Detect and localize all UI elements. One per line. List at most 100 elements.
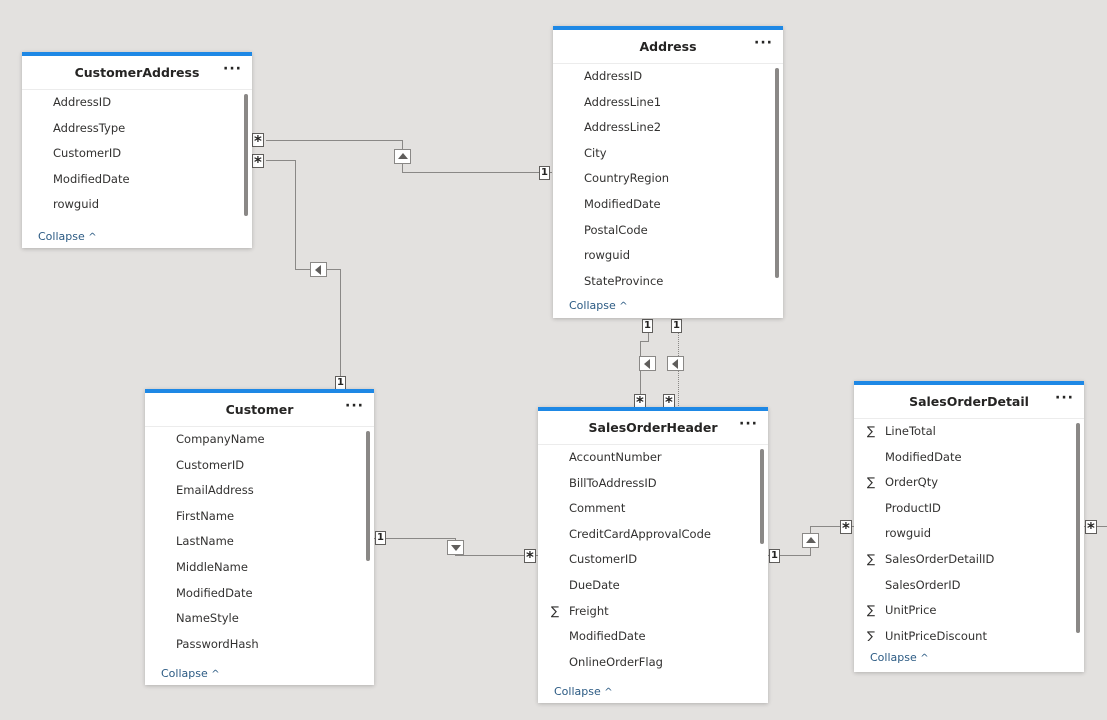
field-row[interactable]: CustomerID — [22, 141, 252, 167]
field-row[interactable]: rowguid — [553, 243, 783, 269]
filter-direction-up-icon[interactable] — [394, 149, 411, 164]
field-row[interactable]: CountryRegion — [553, 166, 783, 192]
field-name: PasswordHash — [176, 636, 259, 651]
field-row[interactable]: ModifiedDate — [22, 167, 252, 193]
table-header[interactable]: SalesOrderHeader ··· — [538, 411, 768, 445]
field-list-scrollbar[interactable] — [366, 431, 370, 561]
field-row[interactable]: StateProvince — [553, 269, 783, 291]
field-row[interactable]: ∑Freight — [538, 599, 768, 625]
filter-direction-left-icon[interactable] — [310, 262, 327, 277]
field-name: CustomerID — [176, 457, 245, 472]
sigma-icon: ∑ — [867, 603, 876, 618]
field-row[interactable]: NameStyle — [145, 606, 374, 632]
field-row[interactable]: CreditCardApprovalCode — [538, 522, 768, 548]
field-row[interactable]: AddressLine2 — [553, 115, 783, 141]
field-name: AddressID — [584, 69, 643, 83]
field-row[interactable]: BillToAddressID — [538, 471, 768, 497]
field-row[interactable]: ProductID — [854, 496, 1084, 522]
cardinality-one-marker: 1 — [671, 319, 682, 333]
field-row[interactable]: ModifiedDate — [538, 624, 768, 650]
field-list-scrollbar[interactable] — [244, 94, 248, 216]
collapse-label: Collapse — [554, 685, 601, 698]
field-name: LastName — [176, 534, 234, 549]
field-row[interactable]: rowguid — [854, 521, 1084, 547]
more-options-icon[interactable]: ··· — [754, 35, 773, 51]
field-row[interactable]: AccountNumber — [538, 445, 768, 471]
field-name: DueDate — [569, 577, 620, 592]
field-row[interactable]: ∑UnitPriceDiscount — [854, 624, 1084, 641]
field-row[interactable]: CustomerID — [145, 453, 374, 479]
field-row[interactable]: AddressID — [553, 64, 783, 90]
field-row[interactable]: ModifiedDate — [854, 445, 1084, 471]
field-name: Comment — [569, 501, 626, 516]
field-list-scrollbar[interactable] — [775, 68, 779, 278]
field-name: rowguid — [584, 248, 630, 263]
collapse-link[interactable]: Collapse ^ — [161, 667, 220, 680]
more-options-icon[interactable]: ··· — [1055, 390, 1074, 406]
field-name: OrderQty — [885, 475, 939, 490]
field-row[interactable]: EmailAddress — [145, 478, 374, 504]
table-header[interactable]: SalesOrderDetail ··· — [854, 385, 1084, 419]
field-row[interactable]: CustomerID — [538, 547, 768, 573]
field-row[interactable]: ∑ UnitPrice — [854, 598, 1084, 624]
table-header[interactable]: Customer ··· — [145, 393, 374, 427]
field-row[interactable]: ∑OrderQty — [854, 470, 1084, 496]
collapse-link[interactable]: Collapse ^ — [569, 299, 628, 312]
chevron-up-icon: ^ — [619, 301, 628, 312]
table-header[interactable]: Address ··· — [553, 30, 783, 64]
field-list-scrollbar[interactable] — [1076, 423, 1080, 633]
filter-direction-left-icon[interactable] — [639, 356, 656, 371]
table-header[interactable]: CustomerAddress ··· — [22, 56, 252, 90]
field-row[interactable]: City — [553, 141, 783, 167]
field-row[interactable]: PasswordHash — [145, 632, 374, 658]
filter-direction-left-icon[interactable] — [667, 356, 684, 371]
field-row[interactable]: ∑LineTotal — [854, 419, 1084, 445]
more-options-icon[interactable]: ··· — [223, 61, 242, 77]
rel-line — [374, 538, 456, 539]
field-row[interactable]: PostalCode — [553, 218, 783, 244]
field-name: NameStyle — [176, 611, 239, 626]
cardinality-one-marker: 1 — [335, 376, 346, 390]
chevron-up-icon: ^ — [920, 653, 929, 664]
table-title: Customer — [225, 402, 294, 417]
rel-line — [340, 269, 341, 390]
chevron-up-icon: ^ — [211, 669, 220, 680]
field-row[interactable]: SalesOrderID — [854, 573, 1084, 599]
chevron-up-icon: ^ — [88, 232, 97, 243]
field-row[interactable]: DueDate — [538, 573, 768, 599]
collapse-link[interactable]: Collapse ^ — [38, 230, 97, 243]
field-row[interactable]: MiddleName — [145, 555, 374, 581]
field-row[interactable]: FirstName — [145, 504, 374, 530]
field-row[interactable]: ∑SalesOrderDetailID — [854, 547, 1084, 573]
field-row[interactable]: CompanyName — [145, 427, 374, 453]
field-row[interactable]: ModifiedDate — [553, 192, 783, 218]
more-options-icon[interactable]: ··· — [345, 398, 364, 414]
field-row[interactable]: LastName — [145, 529, 374, 555]
field-row[interactable]: rowguid — [22, 192, 252, 218]
field-row[interactable]: OnlineOrderFlag — [538, 650, 768, 676]
collapse-link[interactable]: Collapse ^ — [554, 685, 613, 698]
field-list-scrollbar[interactable] — [760, 449, 764, 544]
rel-line — [266, 140, 403, 141]
field-row[interactable]: AddressLine1 — [553, 90, 783, 116]
collapse-link[interactable]: Collapse ^ — [870, 651, 929, 664]
more-options-icon[interactable]: ··· — [739, 416, 758, 432]
field-row[interactable]: AddressID — [22, 90, 252, 116]
rel-line — [402, 172, 552, 173]
field-name: UnitPrice — [885, 603, 937, 618]
field-row[interactable]: Comment — [538, 496, 768, 522]
filter-direction-up-icon[interactable] — [802, 533, 819, 548]
field-row[interactable]: ModifiedDate — [145, 581, 374, 607]
field-name: PostalCode — [584, 222, 648, 237]
rel-line — [295, 160, 296, 270]
field-name: OnlineOrderFlag — [569, 654, 663, 669]
filter-direction-down-icon[interactable] — [447, 540, 464, 555]
field-row[interactable]: AddressType — [22, 116, 252, 142]
cardinality-many-marker: * — [840, 519, 852, 537]
